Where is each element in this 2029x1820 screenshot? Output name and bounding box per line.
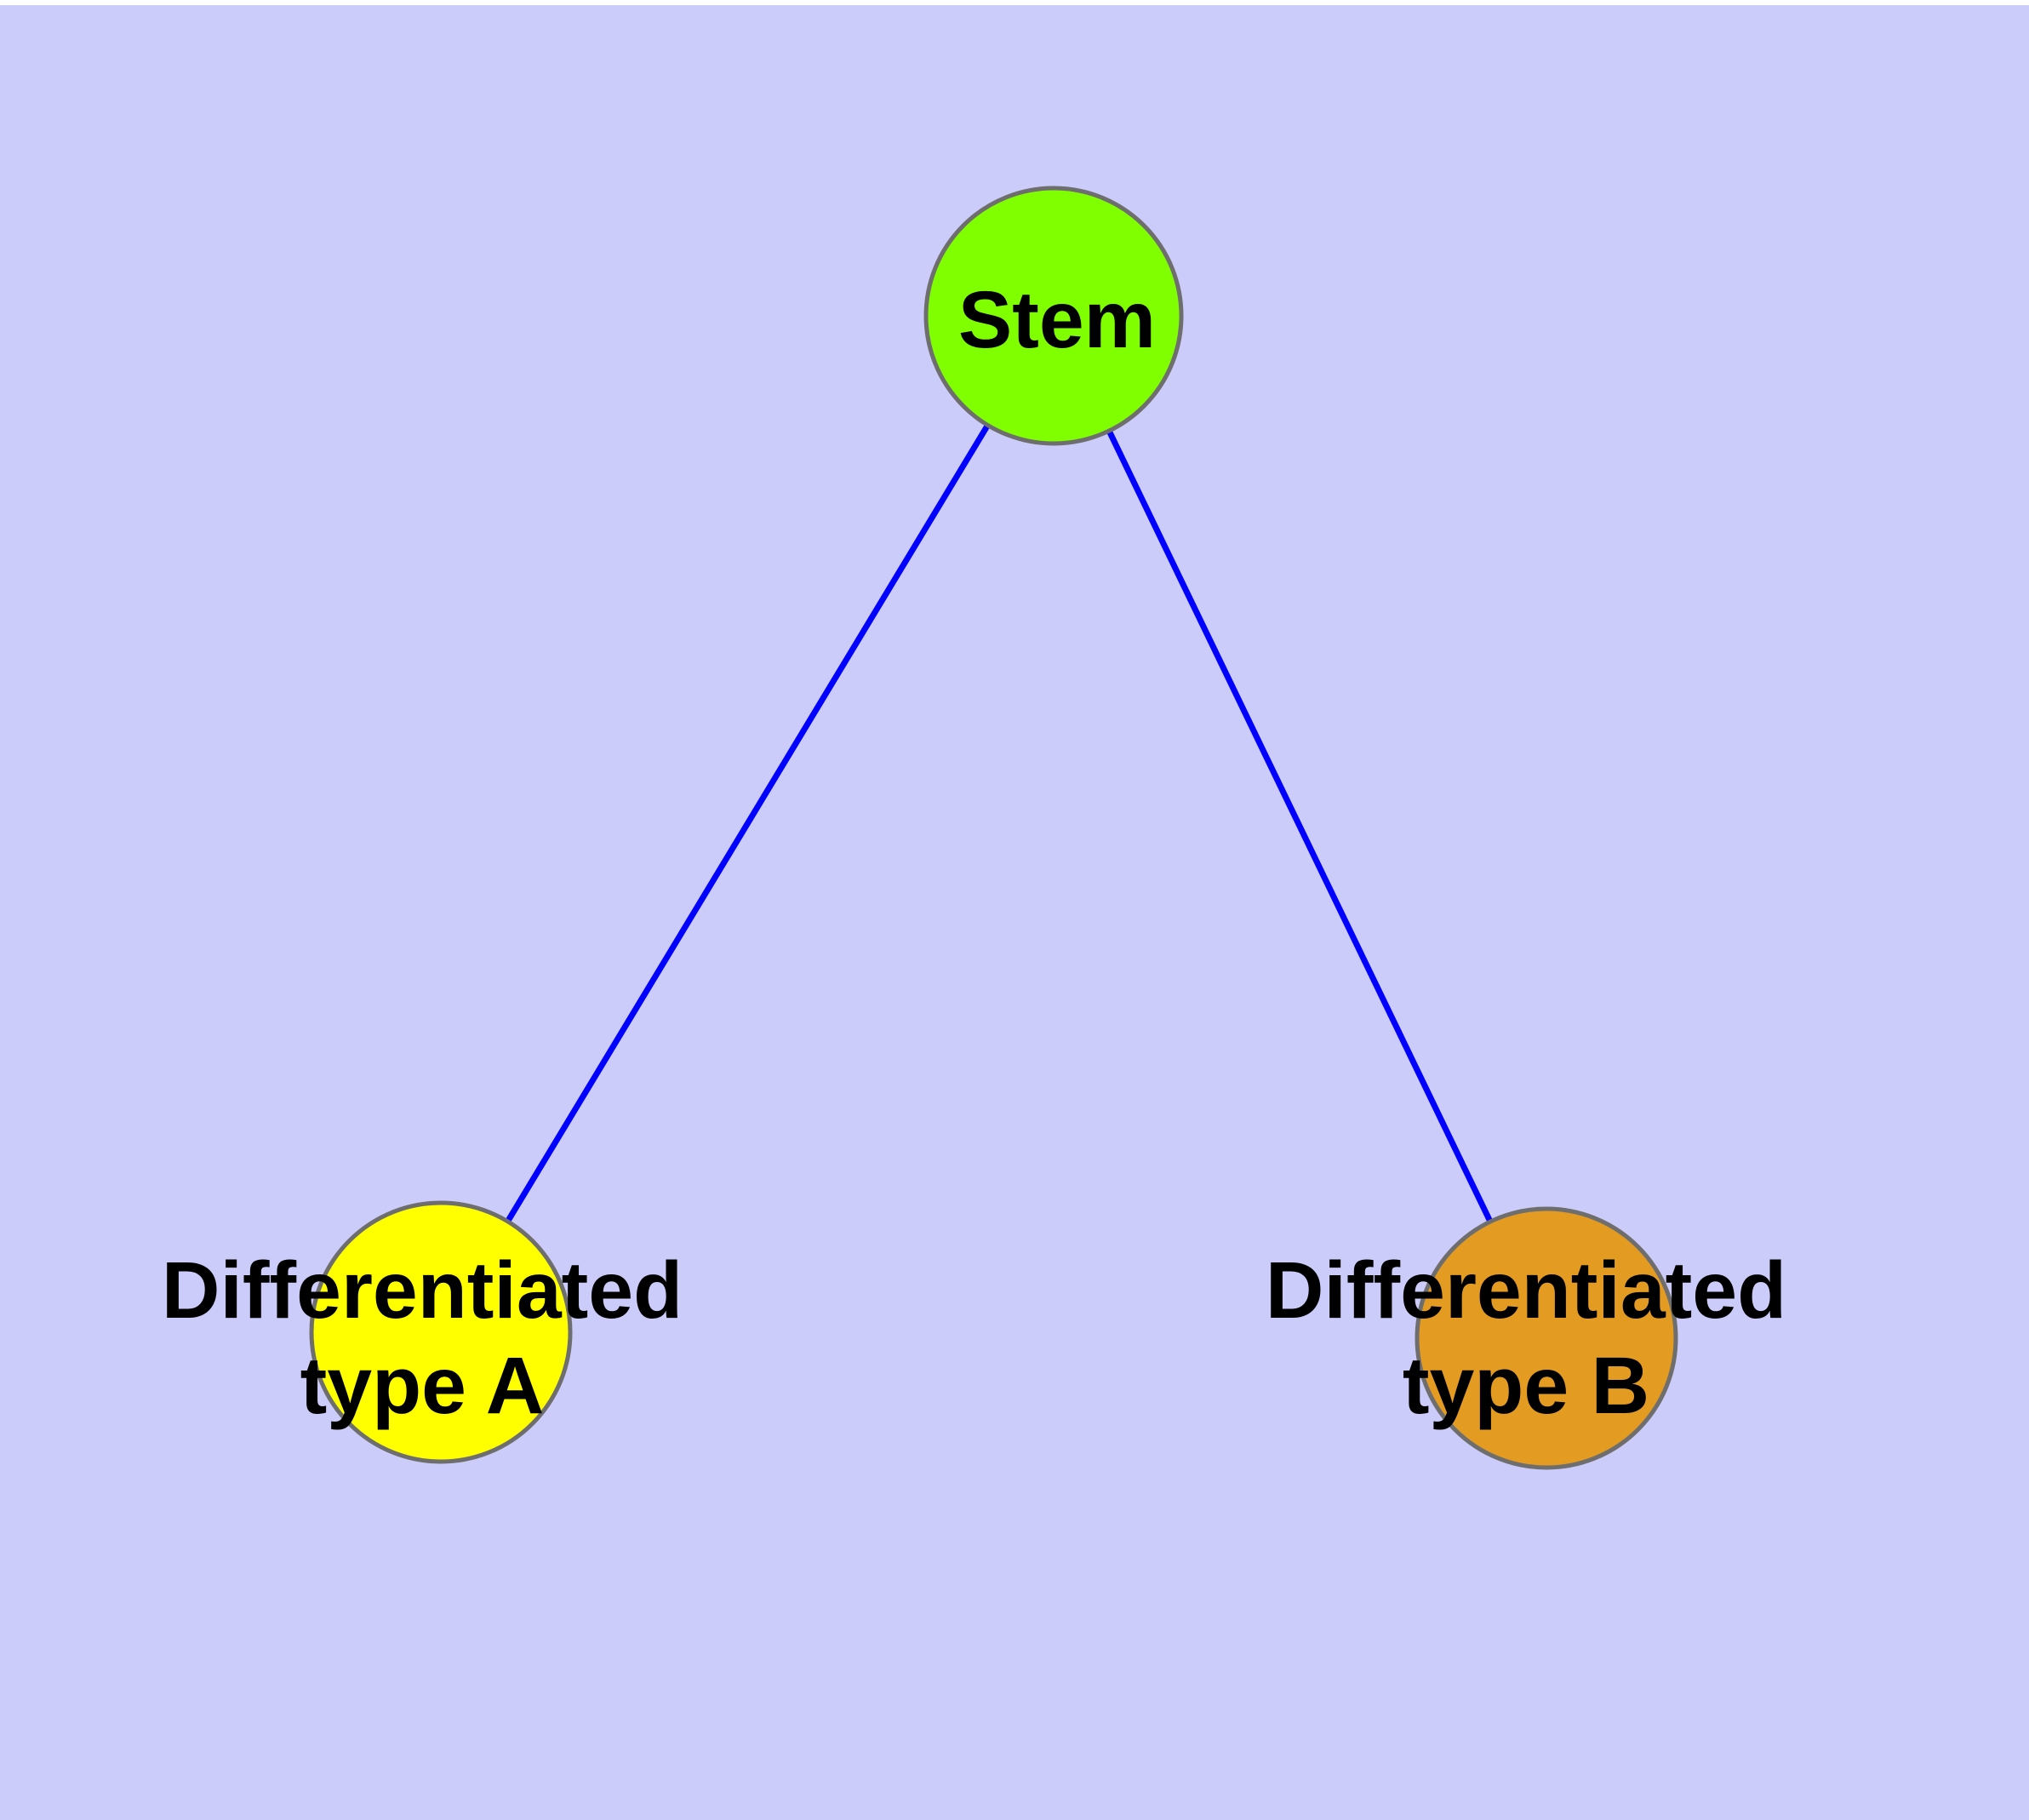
nodes-layer: [309, 186, 1678, 1470]
top-white-strip: [0, 0, 2029, 5]
node-differentiated-type-b[interactable]: [1415, 1206, 1678, 1470]
edge-stem-to-differentiated-type-b[interactable]: [1050, 314, 1550, 1340]
node-label-differentiated-type-b-line2: type B: [1403, 1341, 1649, 1431]
node-differentiated-type-a[interactable]: [309, 1200, 573, 1464]
edge-stem-to-differentiated-type-a[interactable]: [438, 314, 1056, 1334]
edges-layer: [438, 314, 1550, 1340]
node-stem[interactable]: [923, 186, 1184, 446]
node-label-differentiated-type-a-line2: type A: [300, 1341, 545, 1431]
node-label-differentiated-type-b-line1: Differentiated: [1266, 1245, 1786, 1336]
labels-layer: Stem Differentiated type A Differentiate…: [162, 275, 1786, 1431]
node-label-differentiated-type-a-line1: Differentiated: [162, 1245, 683, 1336]
node-label-stem: Stem: [958, 275, 1156, 365]
